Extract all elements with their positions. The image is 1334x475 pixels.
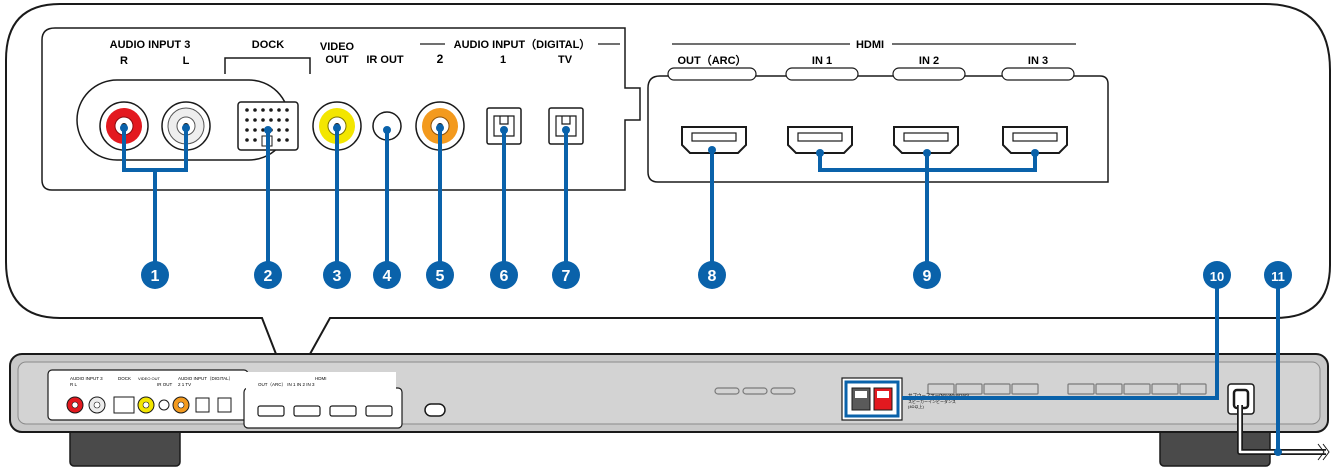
- label-hdmi: HDMI: [856, 39, 884, 51]
- mini-audio-digital: AUDIO INPUT（DIGITAL）: [178, 376, 233, 381]
- mini-hdmi: HDMI: [315, 376, 327, 381]
- callout-2: 2: [254, 261, 282, 289]
- mini-optical-tv: [217, 397, 232, 413]
- svg-text:2: 2: [264, 268, 273, 285]
- svg-text:4: 4: [383, 268, 392, 285]
- svg-text:1: 1: [151, 268, 160, 285]
- mini-optical-1: [195, 397, 210, 413]
- subwoofer-sub: スピーカーインピーダンス: [908, 398, 956, 404]
- mini-hdmi-in2: [329, 405, 357, 417]
- svg-text:11: 11: [1271, 269, 1285, 284]
- mini-dock: DOCK: [118, 376, 131, 381]
- dock-pins: [245, 108, 289, 142]
- svg-text:10: 10: [1210, 269, 1224, 284]
- mini-hdmi-in3: [365, 405, 393, 417]
- mini-hdmi-out: [257, 405, 285, 417]
- callout-8: 8: [698, 261, 726, 289]
- callout-5: 5: [426, 261, 454, 289]
- slot-pill: [424, 403, 446, 417]
- label-digital-2: 2: [437, 52, 444, 66]
- hdmi-out-arc-port[interactable]: [681, 126, 747, 154]
- label-audio-digital: AUDIO INPUT（DIGITAL）: [454, 38, 591, 51]
- svg-text:9: 9: [923, 268, 932, 285]
- dock-notch: [224, 57, 311, 74]
- svg-text:7: 7: [562, 268, 571, 285]
- label-dock: DOCK: [252, 39, 284, 51]
- mini-video-out: VIDEO OUT: [138, 376, 161, 381]
- zoom-outline: [5, 3, 1331, 393]
- mini-audio-input-3: AUDIO INPUT 3: [70, 376, 103, 381]
- label-audio-input-3: AUDIO INPUT 3: [110, 39, 191, 51]
- leader-lines: [122, 126, 1037, 264]
- callout-3: 3: [323, 261, 351, 289]
- label-ir-out: IR OUT: [366, 54, 404, 66]
- label-digital-1: 1: [500, 54, 506, 66]
- hdmi-tab-in1: [785, 67, 859, 81]
- svg-text:3: 3: [333, 268, 342, 285]
- vents: [714, 383, 1207, 395]
- mini-ir-jack: [158, 399, 170, 411]
- mini-dock-port: [113, 396, 135, 414]
- callout-1: 1: [141, 261, 169, 289]
- subwoofer-label: サブウーファー(NS-WSW160): [908, 392, 969, 399]
- mini-audio-rl: R L: [70, 382, 78, 387]
- label-hdmi-in-3: IN 3: [1028, 55, 1048, 67]
- hdmi-tab-out: [667, 67, 757, 81]
- hdmi-tab-in3: [1001, 67, 1075, 81]
- label-digital-tv: TV: [558, 54, 573, 66]
- svg-text:8: 8: [708, 268, 717, 285]
- label-hdmi-in-2: IN 2: [919, 55, 939, 67]
- leader-10: [902, 288, 1219, 400]
- speaker-terminals[interactable]: [841, 377, 903, 421]
- hdmi-tab-in2: [892, 67, 966, 81]
- callout-10: 10: [1203, 261, 1231, 289]
- label-video-1: VIDEO: [320, 41, 355, 53]
- label-audio-l: L: [183, 55, 190, 67]
- mini-digital-labels: 2 1 TV: [178, 382, 191, 387]
- label-hdmi-in-1: IN 1: [812, 55, 832, 67]
- mini-hdmi-in1: [293, 405, 321, 417]
- leader-dots: [120, 124, 1039, 157]
- label-hdmi-out-arc: OUT（ARC）: [677, 54, 746, 67]
- label-video-2: OUT: [325, 54, 349, 66]
- callout-7: 7: [552, 261, 580, 289]
- inner-panel-left: [41, 27, 641, 191]
- hdmi-in-2-port[interactable]: [893, 126, 959, 154]
- label-audio-r: R: [120, 55, 128, 67]
- hdmi-in-1-port[interactable]: [787, 126, 853, 154]
- svg-text:5: 5: [436, 268, 445, 285]
- mini-hdmi-labels: OUT（ARC） IN 1 IN 2 IN 3: [258, 382, 315, 387]
- callout-9: 9: [913, 261, 941, 289]
- subwoofer-sub2: (4Ω以上): [908, 403, 925, 409]
- callout-11: 11: [1264, 261, 1292, 289]
- mini-ir-out: IR OUT: [157, 382, 173, 387]
- callout-6: 6: [490, 261, 518, 289]
- mini-connector-panel: AUDIO INPUT 3 R L DOCK VIDEO OUT IR OUT …: [47, 369, 403, 429]
- inner-panel-hdmi: [647, 75, 1109, 183]
- svg-text:6: 6: [500, 268, 509, 285]
- hdmi-in-3-port[interactable]: [1002, 126, 1068, 154]
- callout-4: 4: [373, 261, 401, 289]
